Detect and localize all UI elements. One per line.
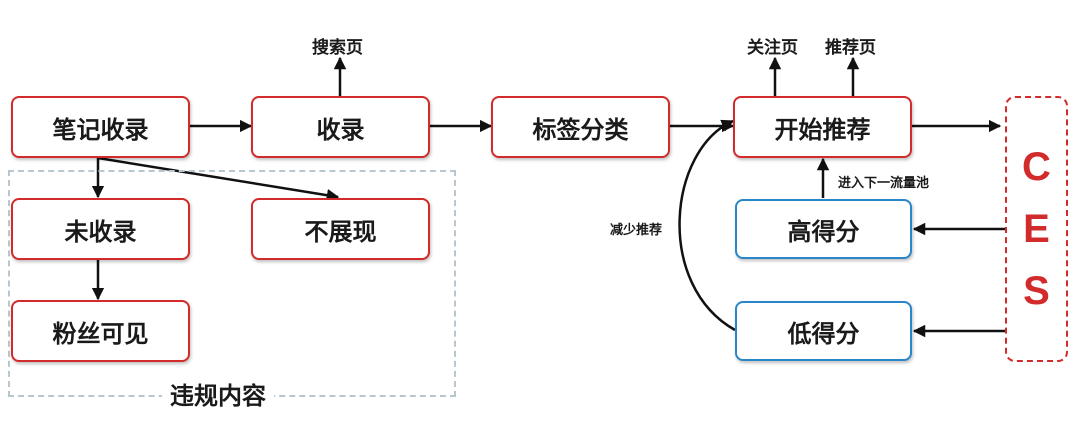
node-fans-visible: 粉丝可见	[11, 300, 190, 362]
ces-letter-e: E	[1023, 207, 1050, 251]
node-low-score: 低得分	[735, 301, 912, 361]
label-reduce-recommend: 减少推荐	[610, 223, 663, 238]
arrow-note-to-not-shown	[97, 156, 340, 202]
violation-group-title: 违规内容	[162, 376, 274, 411]
node-not-indexed: 未收录	[11, 198, 190, 260]
node-note-index: 笔记收录	[11, 96, 190, 158]
label-next-pool: 进入下一流量池	[838, 176, 930, 191]
label-follow-page: 关注页	[747, 38, 798, 58]
node-indexed: 收录	[251, 96, 430, 158]
node-start-recommend: 开始推荐	[733, 96, 912, 158]
ces-letter-s: S	[1023, 269, 1050, 313]
node-high-score: 高得分	[735, 199, 912, 259]
arrow-low-to-recommend-curve	[678, 119, 736, 332]
ces-box: C E S	[1005, 96, 1068, 362]
ces-letter-c: C	[1022, 145, 1051, 189]
node-not-shown: 不展现	[251, 198, 430, 260]
node-tag-classify: 标签分类	[491, 96, 670, 158]
label-search-page: 搜索页	[312, 38, 363, 58]
label-recommend-page: 推荐页	[825, 38, 876, 58]
